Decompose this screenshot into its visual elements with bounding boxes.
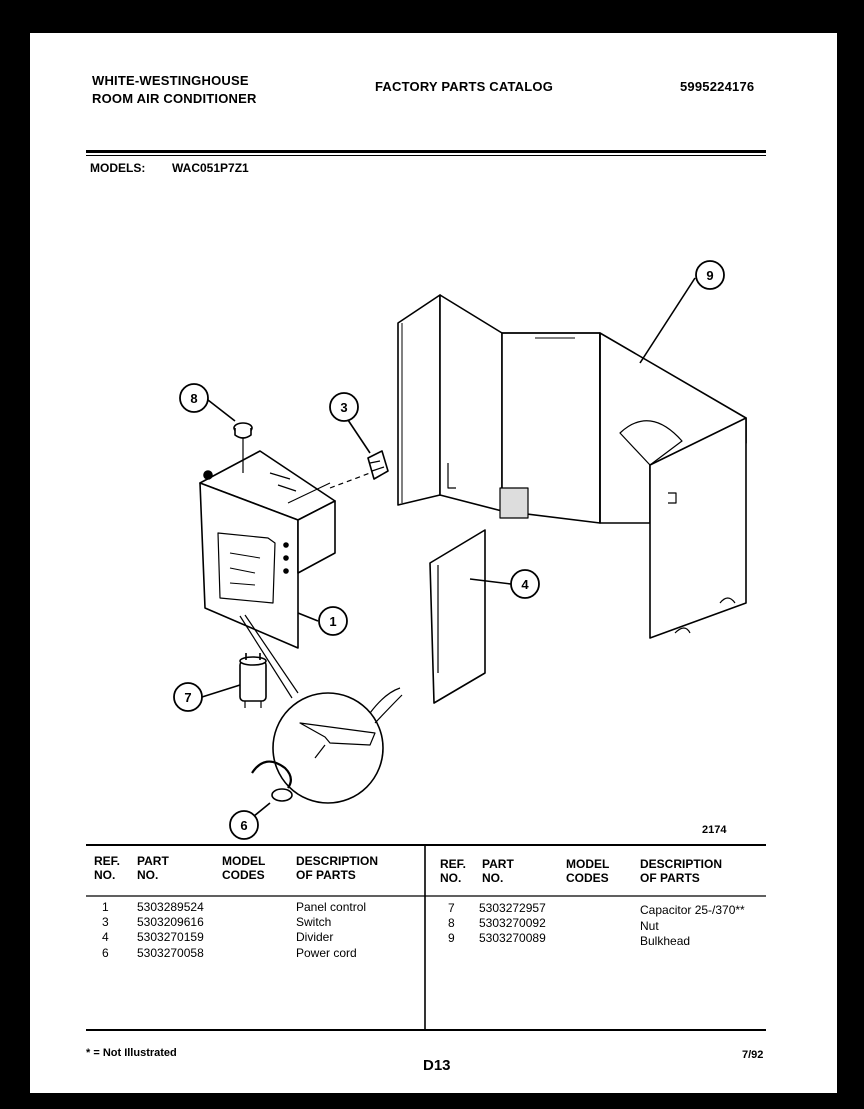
col-header-ref: REF.NO. <box>440 857 467 885</box>
callout-label-1: 1 <box>329 614 336 629</box>
callout-label-6: 6 <box>240 818 247 833</box>
leader-3 <box>347 419 371 454</box>
part-number: 5303270092 <box>479 916 546 930</box>
page-number: D13 <box>423 1057 451 1074</box>
exploded-parts-diagram: 9 8 3 1 4 7 6 2174 <box>86 260 766 1031</box>
table-row: 6 <box>102 946 109 960</box>
power-cord-detail <box>239 614 403 804</box>
control-panel-part <box>199 450 371 649</box>
part-description: Nut <box>640 919 659 933</box>
leader-1 <box>297 612 319 622</box>
callout-bubble-6 <box>229 810 259 840</box>
part-number: 5303270089 <box>479 931 546 945</box>
col-header-ref: REF.NO. <box>94 854 121 882</box>
table-row: 7 <box>448 901 455 915</box>
callout-label-7: 7 <box>184 690 191 705</box>
part-description: Capacitor 25-/370** <box>640 903 745 917</box>
callout-label-3: 3 <box>340 400 347 415</box>
catalog-number: 5995224176 <box>680 79 755 94</box>
table-row: 1 <box>102 900 109 914</box>
part-number: 5303270058 <box>137 946 204 960</box>
callout-bubble-1 <box>318 606 348 636</box>
leader-4 <box>469 578 512 585</box>
part-description: Power cord <box>296 946 357 960</box>
table-row: 9 <box>448 931 455 945</box>
catalog-title: FACTORY PARTS CATALOG <box>375 79 554 94</box>
callout-label-9: 9 <box>706 268 713 283</box>
part-number: 5303272957 <box>479 901 546 915</box>
part-description: Bulkhead <box>640 934 691 948</box>
part-description: Panel control <box>296 900 367 914</box>
switch-part <box>367 450 389 480</box>
part-description: Switch <box>296 915 332 929</box>
bulkhead-part <box>397 294 747 639</box>
models-label: MODELS: <box>90 161 146 175</box>
callout-label-4: 4 <box>521 577 529 592</box>
brand-line-1: WHITE-WESTINGHOUSE <box>92 73 249 88</box>
models-value: WAC051P7Z1 <box>172 161 249 175</box>
part-number: 5303270159 <box>137 930 204 944</box>
table-row: 3 <box>102 915 109 929</box>
callout-bubble-7 <box>173 682 203 712</box>
catalog-page: WHITE-WESTINGHOUSE ROOM AIR CONDITIONER … <box>30 33 837 1093</box>
leader-9 <box>639 277 696 364</box>
figure-number: 2174 <box>702 824 727 836</box>
brand-line-2: ROOM AIR CONDITIONER <box>92 91 257 106</box>
divider-part <box>429 529 486 704</box>
table-row: 4 <box>102 930 109 944</box>
part-number: 5303289524 <box>137 900 204 914</box>
header-rule-thick <box>86 150 766 153</box>
nut-part <box>233 422 253 473</box>
leader-8 <box>207 399 236 422</box>
callout-label-8: 8 <box>190 391 197 406</box>
leader-7 <box>201 684 241 698</box>
table-row: 8 <box>448 916 455 930</box>
header-rule-thin <box>86 155 766 156</box>
footnote-not-illustrated: * = Not Illustrated <box>86 1047 177 1059</box>
callout-bubble-4 <box>510 569 540 599</box>
callout-bubble-9 <box>695 260 725 290</box>
callout-bubble-3 <box>329 392 359 422</box>
revision-date: 7/92 <box>742 1049 764 1061</box>
part-number: 5303209616 <box>137 915 204 929</box>
part-description: Divider <box>296 930 334 944</box>
callout-bubble-8 <box>179 383 209 413</box>
capacitor-part <box>239 653 267 708</box>
